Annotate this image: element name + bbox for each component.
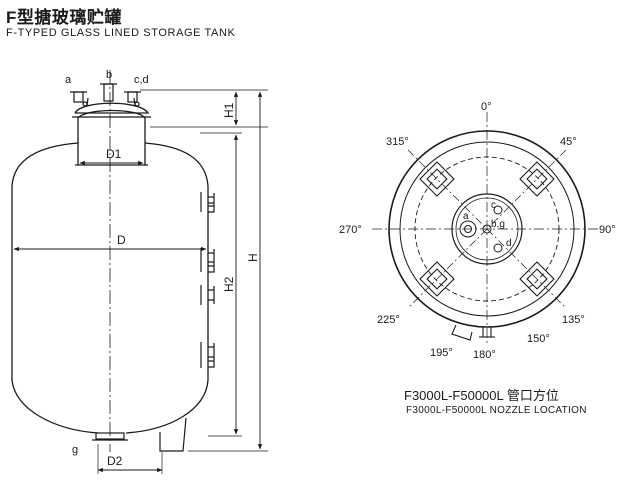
angle-180: 180° bbox=[473, 349, 496, 361]
nozzle-label-cd: c,d bbox=[134, 74, 149, 86]
angle-45: 45° bbox=[560, 136, 577, 148]
dim-D1: D1 bbox=[106, 147, 122, 161]
inner-label-bg: b,g bbox=[491, 219, 505, 230]
tank-elevation bbox=[11, 70, 268, 474]
angle-150: 150° bbox=[527, 333, 550, 345]
angle-270: 270° bbox=[339, 224, 362, 236]
nozzle-label-g: g bbox=[72, 444, 78, 456]
tank-shell bbox=[11, 142, 209, 434]
inner-label-c: c bbox=[491, 200, 496, 211]
side-nozzles bbox=[200, 192, 215, 368]
angle-315: 315° bbox=[386, 136, 409, 148]
nozzle-location-caption: F3000L-F50000L 管口方位 bbox=[404, 388, 559, 403]
inner-label-d: d bbox=[506, 238, 512, 249]
angle-225: 225° bbox=[377, 314, 400, 326]
nozzle-label-b: b bbox=[106, 69, 112, 81]
inner-nozzles bbox=[459, 205, 503, 253]
angle-90: 90° bbox=[599, 224, 616, 236]
nozzle-label-a: a bbox=[65, 74, 72, 86]
dim-H1: H1 bbox=[222, 102, 236, 118]
nozzle-location-caption-en: F3000L-F50000L NOZZLE LOCATION bbox=[406, 405, 587, 416]
angle-135: 135° bbox=[562, 314, 585, 326]
angle-195: 195° bbox=[430, 347, 453, 359]
dim-H: H bbox=[246, 253, 260, 262]
inner-label-a: a bbox=[463, 211, 469, 222]
top-lid bbox=[72, 102, 151, 118]
dim-D2: D2 bbox=[107, 454, 123, 468]
page-title: F型搪玻璃贮罐 bbox=[6, 8, 122, 27]
bottom-side-nozzles bbox=[451, 324, 495, 341]
dim-H2: H2 bbox=[222, 276, 236, 292]
support-lugs bbox=[419, 161, 555, 297]
angle-0: 0° bbox=[481, 101, 492, 113]
top-nozzles bbox=[70, 83, 141, 107]
tank-body-outline bbox=[12, 133, 120, 435]
page-subtitle: F-TYPED GLASS LINED STORAGE TANK bbox=[6, 27, 236, 39]
nozzle-location-view bbox=[372, 112, 600, 346]
dim-D: D bbox=[117, 233, 126, 247]
